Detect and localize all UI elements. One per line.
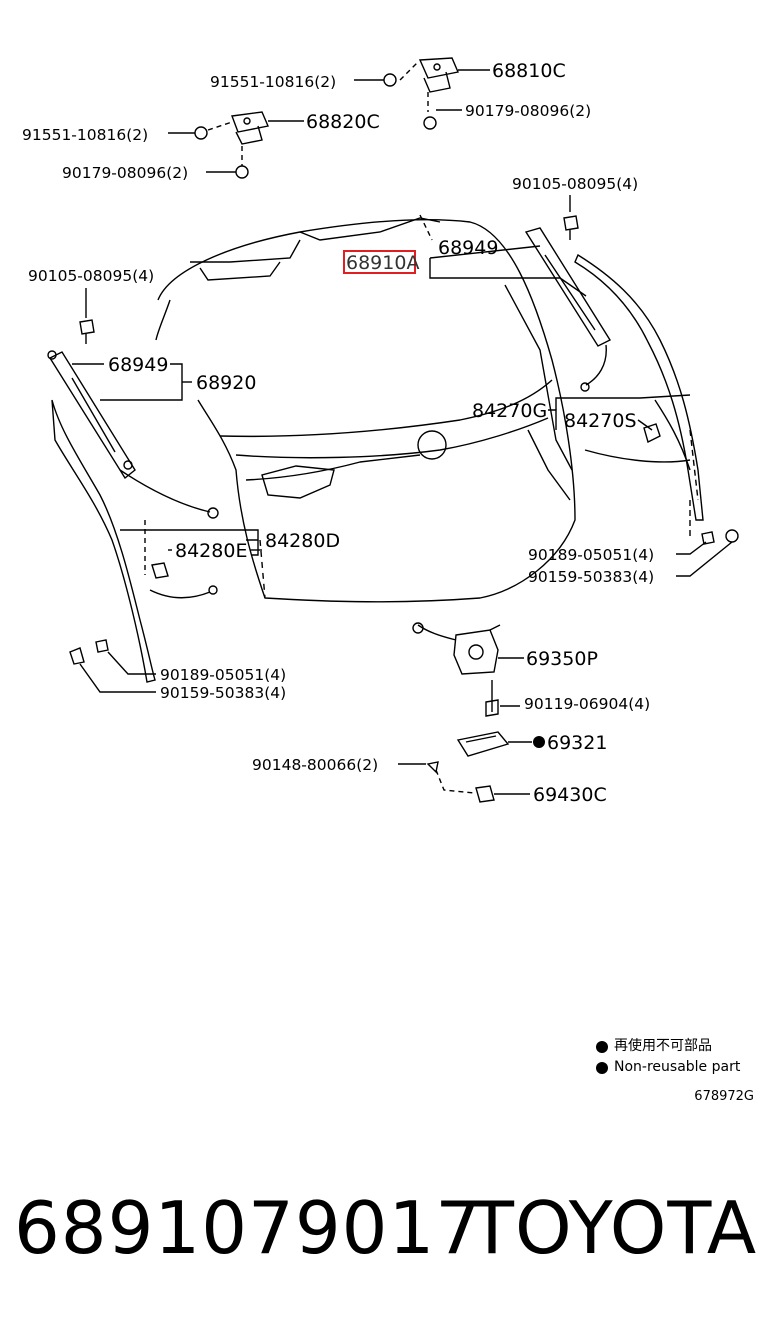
hinge-68820C: [231, 111, 269, 133]
bolt-90189-left: [69, 647, 85, 665]
clip-84270S: [643, 423, 661, 444]
label-90148: 90148-80066(2): [252, 756, 378, 774]
bolt-91551-top: [383, 73, 397, 87]
striker-69430C: [475, 785, 495, 803]
label-90179-left: 90179-08096(2): [62, 164, 188, 182]
bolt-90119: [485, 699, 499, 717]
screw-90148: [426, 761, 439, 774]
legend-row-jp: 再使用不可部品: [596, 1036, 740, 1057]
label-68920: 68920: [196, 372, 256, 394]
back-door-panel: [157, 218, 576, 603]
right-stay-strut: [524, 227, 612, 347]
bolt-91551-left: [194, 126, 208, 140]
hinge-68810C: [418, 57, 459, 79]
bolt-90105-right: [563, 215, 579, 231]
legend-en-text: Non-reusable part: [614, 1059, 741, 1075]
legend: 再使用不可部品 Non-reusable part: [596, 1036, 740, 1078]
bolt-90189-right: [701, 531, 715, 545]
nut-90179-top: [423, 116, 437, 130]
label-90189-right: 90189-05051(4): [528, 546, 654, 564]
cover-69321: [456, 731, 510, 757]
label-69350P: 69350P: [526, 648, 598, 670]
label-91551-left: 91551-10816(2): [22, 126, 148, 144]
clip-84280E: [151, 562, 169, 579]
label-90179-top: 90179-08096(2): [465, 102, 591, 120]
highlight-box-68910A: [343, 250, 416, 274]
label-68820C: 68820C: [306, 111, 380, 133]
bolt-90105-left: [79, 319, 95, 335]
parts-diagram: 68810C 91551-10816(2) 90179-08096(2) 688…: [22, 57, 739, 806]
left-stay-strut: [48, 351, 136, 480]
label-84280D: 84280D: [265, 530, 340, 552]
label-90159-right: 90159-50383(4): [528, 568, 654, 586]
clip-90159-left: [95, 639, 109, 653]
label-68949-top: 68949: [438, 237, 498, 259]
footer-brand: TOYOTA: [470, 1186, 758, 1270]
label-90159-left: 90159-50383(4): [160, 684, 286, 702]
diagram-code: 678972G: [694, 1089, 754, 1104]
bullet-icon: [596, 1061, 608, 1074]
label-84280E: 84280E: [175, 540, 247, 562]
label-68810C: 68810C: [492, 60, 566, 82]
label-84270G: 84270G: [472, 400, 547, 422]
label-69321: 69321: [547, 732, 607, 754]
label-90105-right: 90105-08095(4): [512, 175, 638, 193]
label-68910A: 68910A: [346, 252, 419, 274]
bullet-icon: [596, 1040, 608, 1053]
label-90105-left: 90105-08095(4): [28, 267, 154, 285]
footer-part-number: 6891079017: [14, 1186, 483, 1270]
lock-assembly-69350P: [453, 629, 499, 675]
label-90119: 90119-06904(4): [524, 695, 650, 713]
label-90189-left: 90189-05051(4): [160, 666, 286, 684]
right-weatherstrip: [574, 253, 704, 521]
nut-90179-left: [235, 165, 249, 179]
left-weatherstrip: [51, 399, 156, 683]
label-84270S: 84270S: [564, 410, 637, 432]
legend-jp-text: 再使用不可部品: [614, 1038, 712, 1054]
legend-row-en: Non-reusable part: [596, 1057, 740, 1078]
label-91551-top: 91551-10816(2): [210, 73, 336, 91]
label-68949-left: 68949: [108, 354, 168, 376]
label-69430C: 69430C: [533, 784, 607, 806]
clip-90159-right: [725, 529, 739, 543]
non-reusable-marker: [533, 736, 545, 748]
